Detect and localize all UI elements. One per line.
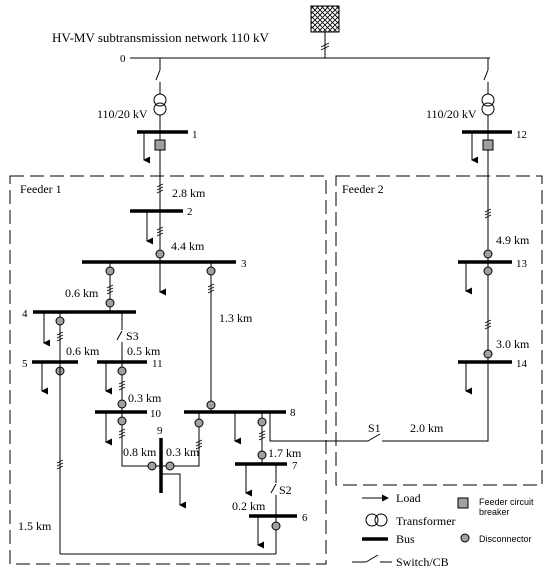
hv-grid-source <box>310 5 340 33</box>
dist-4-5: 0.6 km <box>66 344 100 358</box>
line-13-14-marker <box>484 319 492 330</box>
legend-transformer-label: Transformer <box>396 514 456 528</box>
disconnector-12-13 <box>483 249 493 259</box>
bus-8-label: 8 <box>290 407 296 419</box>
source-connection-marker <box>320 42 330 51</box>
feeder-circuit-breaker-1 <box>154 139 166 151</box>
dist-7-6: 0.2 km <box>232 499 266 513</box>
bus-12-label: 12 <box>516 129 527 141</box>
dist-5-6: 1.5 km <box>18 519 52 533</box>
transformer-right-label: 110/20 kV <box>426 107 477 121</box>
disconnector-8-7-bottom <box>257 450 267 460</box>
disconnector-4-5-top <box>55 316 65 326</box>
disconnector-8-7-top <box>257 417 267 427</box>
title: HV-MV subtransmission network 110 kV <box>52 30 270 45</box>
legend-bus-label: Bus <box>396 532 415 546</box>
legend-disconnector-label: Disconnector <box>479 534 532 544</box>
switch-cb-right <box>483 69 489 81</box>
bus-11-label: 11 <box>152 358 163 370</box>
dist-3-4: 0.6 km <box>65 286 99 300</box>
disconnector-3-4-top <box>105 266 115 276</box>
disconnector-2-3 <box>155 249 165 259</box>
line-1-2-marker <box>156 183 164 194</box>
disconnector-10-9-bottom <box>147 461 157 471</box>
bus-10-label: 10 <box>150 408 162 420</box>
feeder-2-label: Feeder 2 <box>342 182 384 196</box>
switch-cb-left <box>155 69 161 81</box>
bus-0-label: 0 <box>120 53 126 65</box>
bus-6-label: 6 <box>302 512 308 524</box>
bus-13-label: 13 <box>516 258 528 270</box>
dist-11-10: 0.3 km <box>128 391 162 405</box>
switch-s2-label: S2 <box>279 483 292 497</box>
legend: Load Transformer Bus Switch/CB Feeder ci… <box>352 491 534 569</box>
bus-1-label: 1 <box>192 129 198 141</box>
bus-5-label: 5 <box>22 358 28 370</box>
switch-s1-label: S1 <box>368 421 381 435</box>
line-4-5-marker <box>56 331 64 342</box>
line-5-6-marker <box>56 459 64 470</box>
disconnector-9-8-top <box>194 418 204 428</box>
switch-s3-label: S3 <box>126 329 139 343</box>
feeder-circuit-breaker-12 <box>482 139 494 151</box>
line-11-10-marker <box>118 380 126 391</box>
disconnector-11-10-bottom <box>117 399 127 409</box>
disconnector-11-10-top <box>117 366 127 376</box>
legend-switch-label: Switch/CB <box>396 555 449 569</box>
transformer-right <box>481 93 495 116</box>
switch-s3 <box>116 330 123 341</box>
disconnector-3-8-bottom <box>206 400 216 410</box>
switch-s2 <box>270 483 277 494</box>
line-8-7-marker <box>258 430 266 441</box>
dist-10-9: 0.8 km <box>123 445 157 459</box>
transformer-left-label: 110/20 kV <box>97 107 148 121</box>
dist-1-2: 2.8 km <box>172 186 206 200</box>
legend-feeder-cb-label-2: breaker <box>479 507 510 517</box>
legend-transformer-icon <box>365 513 388 527</box>
line-10-9-marker <box>118 428 126 439</box>
bus-2-label: 2 <box>187 206 193 218</box>
disconnector-6-5 <box>271 521 281 531</box>
line-12-13-marker <box>484 208 492 219</box>
dist-4-11: 0.5 km <box>127 344 161 358</box>
disconnector-3-4-bottom <box>105 298 115 308</box>
disconnector-13-14-bottom <box>483 349 493 359</box>
dist-9-8: 0.3 km <box>166 445 200 459</box>
legend-switch-icon <box>352 554 392 563</box>
feeder-1-box <box>9 175 327 565</box>
feeder-1-label: Feeder 1 <box>20 182 62 196</box>
line-3-8-marker <box>207 283 215 294</box>
dist-2-3: 4.4 km <box>171 239 205 253</box>
legend-load-label: Load <box>396 491 421 505</box>
disconnector-9-8-bottom <box>165 461 175 471</box>
dist-8-7: 1.7 km <box>268 446 302 460</box>
dist-13-14: 3.0 km <box>496 337 530 351</box>
bus-4-label: 4 <box>22 308 28 320</box>
disconnector-10-9-top <box>117 416 127 426</box>
bus-7-label: 7 <box>292 460 298 472</box>
disconnector-13-14-top <box>483 266 493 276</box>
disconnector-3-8-top <box>206 266 216 276</box>
transformer-left <box>153 93 167 116</box>
legend-disconnector-icon <box>460 533 470 543</box>
switch-s1 <box>367 433 381 442</box>
bus-3-label: 3 <box>241 258 247 270</box>
dist-12-13: 4.9 km <box>496 233 530 247</box>
dist-3-8: 1.3 km <box>219 311 253 325</box>
feeder-2-box <box>335 175 543 486</box>
dist-14-8: 2.0 km <box>410 421 444 435</box>
legend-feeder-cb-icon <box>457 497 469 509</box>
line-2-3-marker <box>156 226 164 237</box>
bus-14-label: 14 <box>516 358 528 370</box>
load-arrow-bus-9 <box>161 473 186 509</box>
line-9-8-marker <box>195 439 203 450</box>
line-3-4-marker <box>106 284 114 295</box>
bus-9-label: 9 <box>157 425 163 437</box>
legend-feeder-cb-label-1: Feeder circuit <box>479 497 534 507</box>
